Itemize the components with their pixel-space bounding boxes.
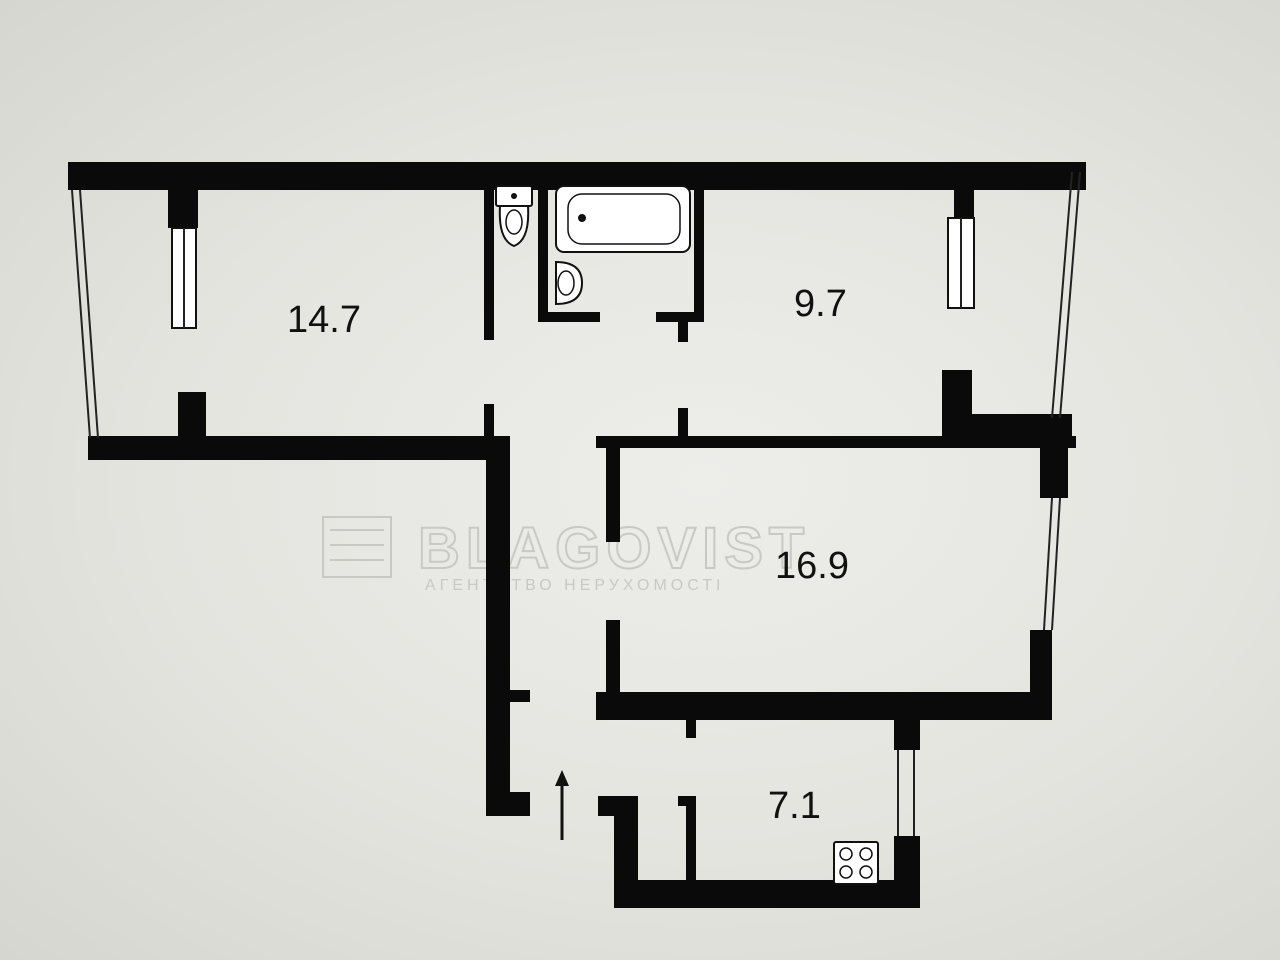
toilet-icon [495, 185, 533, 248]
watermark-logo-icon [322, 516, 392, 578]
wall-segment [678, 796, 696, 806]
walls [68, 162, 1086, 908]
room-area-7-1: 7.1 [768, 785, 821, 827]
wall-kitchen-left [614, 796, 638, 896]
room-area-9-7: 9.7 [794, 283, 847, 325]
wall-bath-right [694, 190, 704, 320]
wall-left-room-right [484, 190, 494, 340]
room-area-14-7: 14.7 [287, 299, 361, 341]
wall-segment [178, 392, 206, 436]
wall-bath-bottom [538, 312, 600, 322]
wall-right-room-bottom [942, 414, 1072, 436]
window-kitchen [897, 750, 915, 836]
wall-corridor-left [486, 436, 510, 816]
stove-icon [833, 841, 879, 885]
window-right-exterior [1051, 171, 1081, 419]
window-right-room [947, 217, 975, 309]
wall-middle-room-left-upper [606, 446, 620, 542]
wall-segment [678, 322, 688, 342]
wall-kitchen-right-upper [894, 700, 920, 750]
room-area-16-9: 16.9 [775, 545, 849, 587]
wall-segment [484, 404, 494, 444]
wall-corridor-bottom-left [486, 792, 530, 816]
window-left-room [171, 227, 197, 329]
wall-segment [678, 408, 688, 440]
wall-segment [656, 312, 704, 322]
entrance-arrow-icon [555, 770, 569, 840]
windows [71, 171, 1081, 836]
sink-icon [555, 260, 584, 306]
wall-segment [486, 690, 530, 702]
wall-middle-room-left-lower [606, 620, 620, 702]
wall-segment [168, 190, 198, 228]
window-left-exterior [71, 189, 99, 439]
wall-middle-room-right-upper [1040, 436, 1068, 498]
wall-segment [686, 718, 696, 738]
wall-wc-right [538, 190, 548, 312]
watermark: BLAGOVIST АГЕНТСТВО НЕРУХОМОСТІ [322, 515, 805, 594]
wall-kitchen-inner [686, 796, 696, 888]
watermark-subtitle: АГЕНТСТВО НЕРУХОМОСТІ [425, 577, 724, 594]
wall-middle-room-top [596, 436, 1076, 448]
window-middle-room [1043, 497, 1061, 631]
bathtub-icon [555, 185, 691, 253]
wall-segment [942, 370, 972, 416]
wall-left-room-bottom [88, 436, 488, 460]
wall-segment [620, 692, 696, 718]
